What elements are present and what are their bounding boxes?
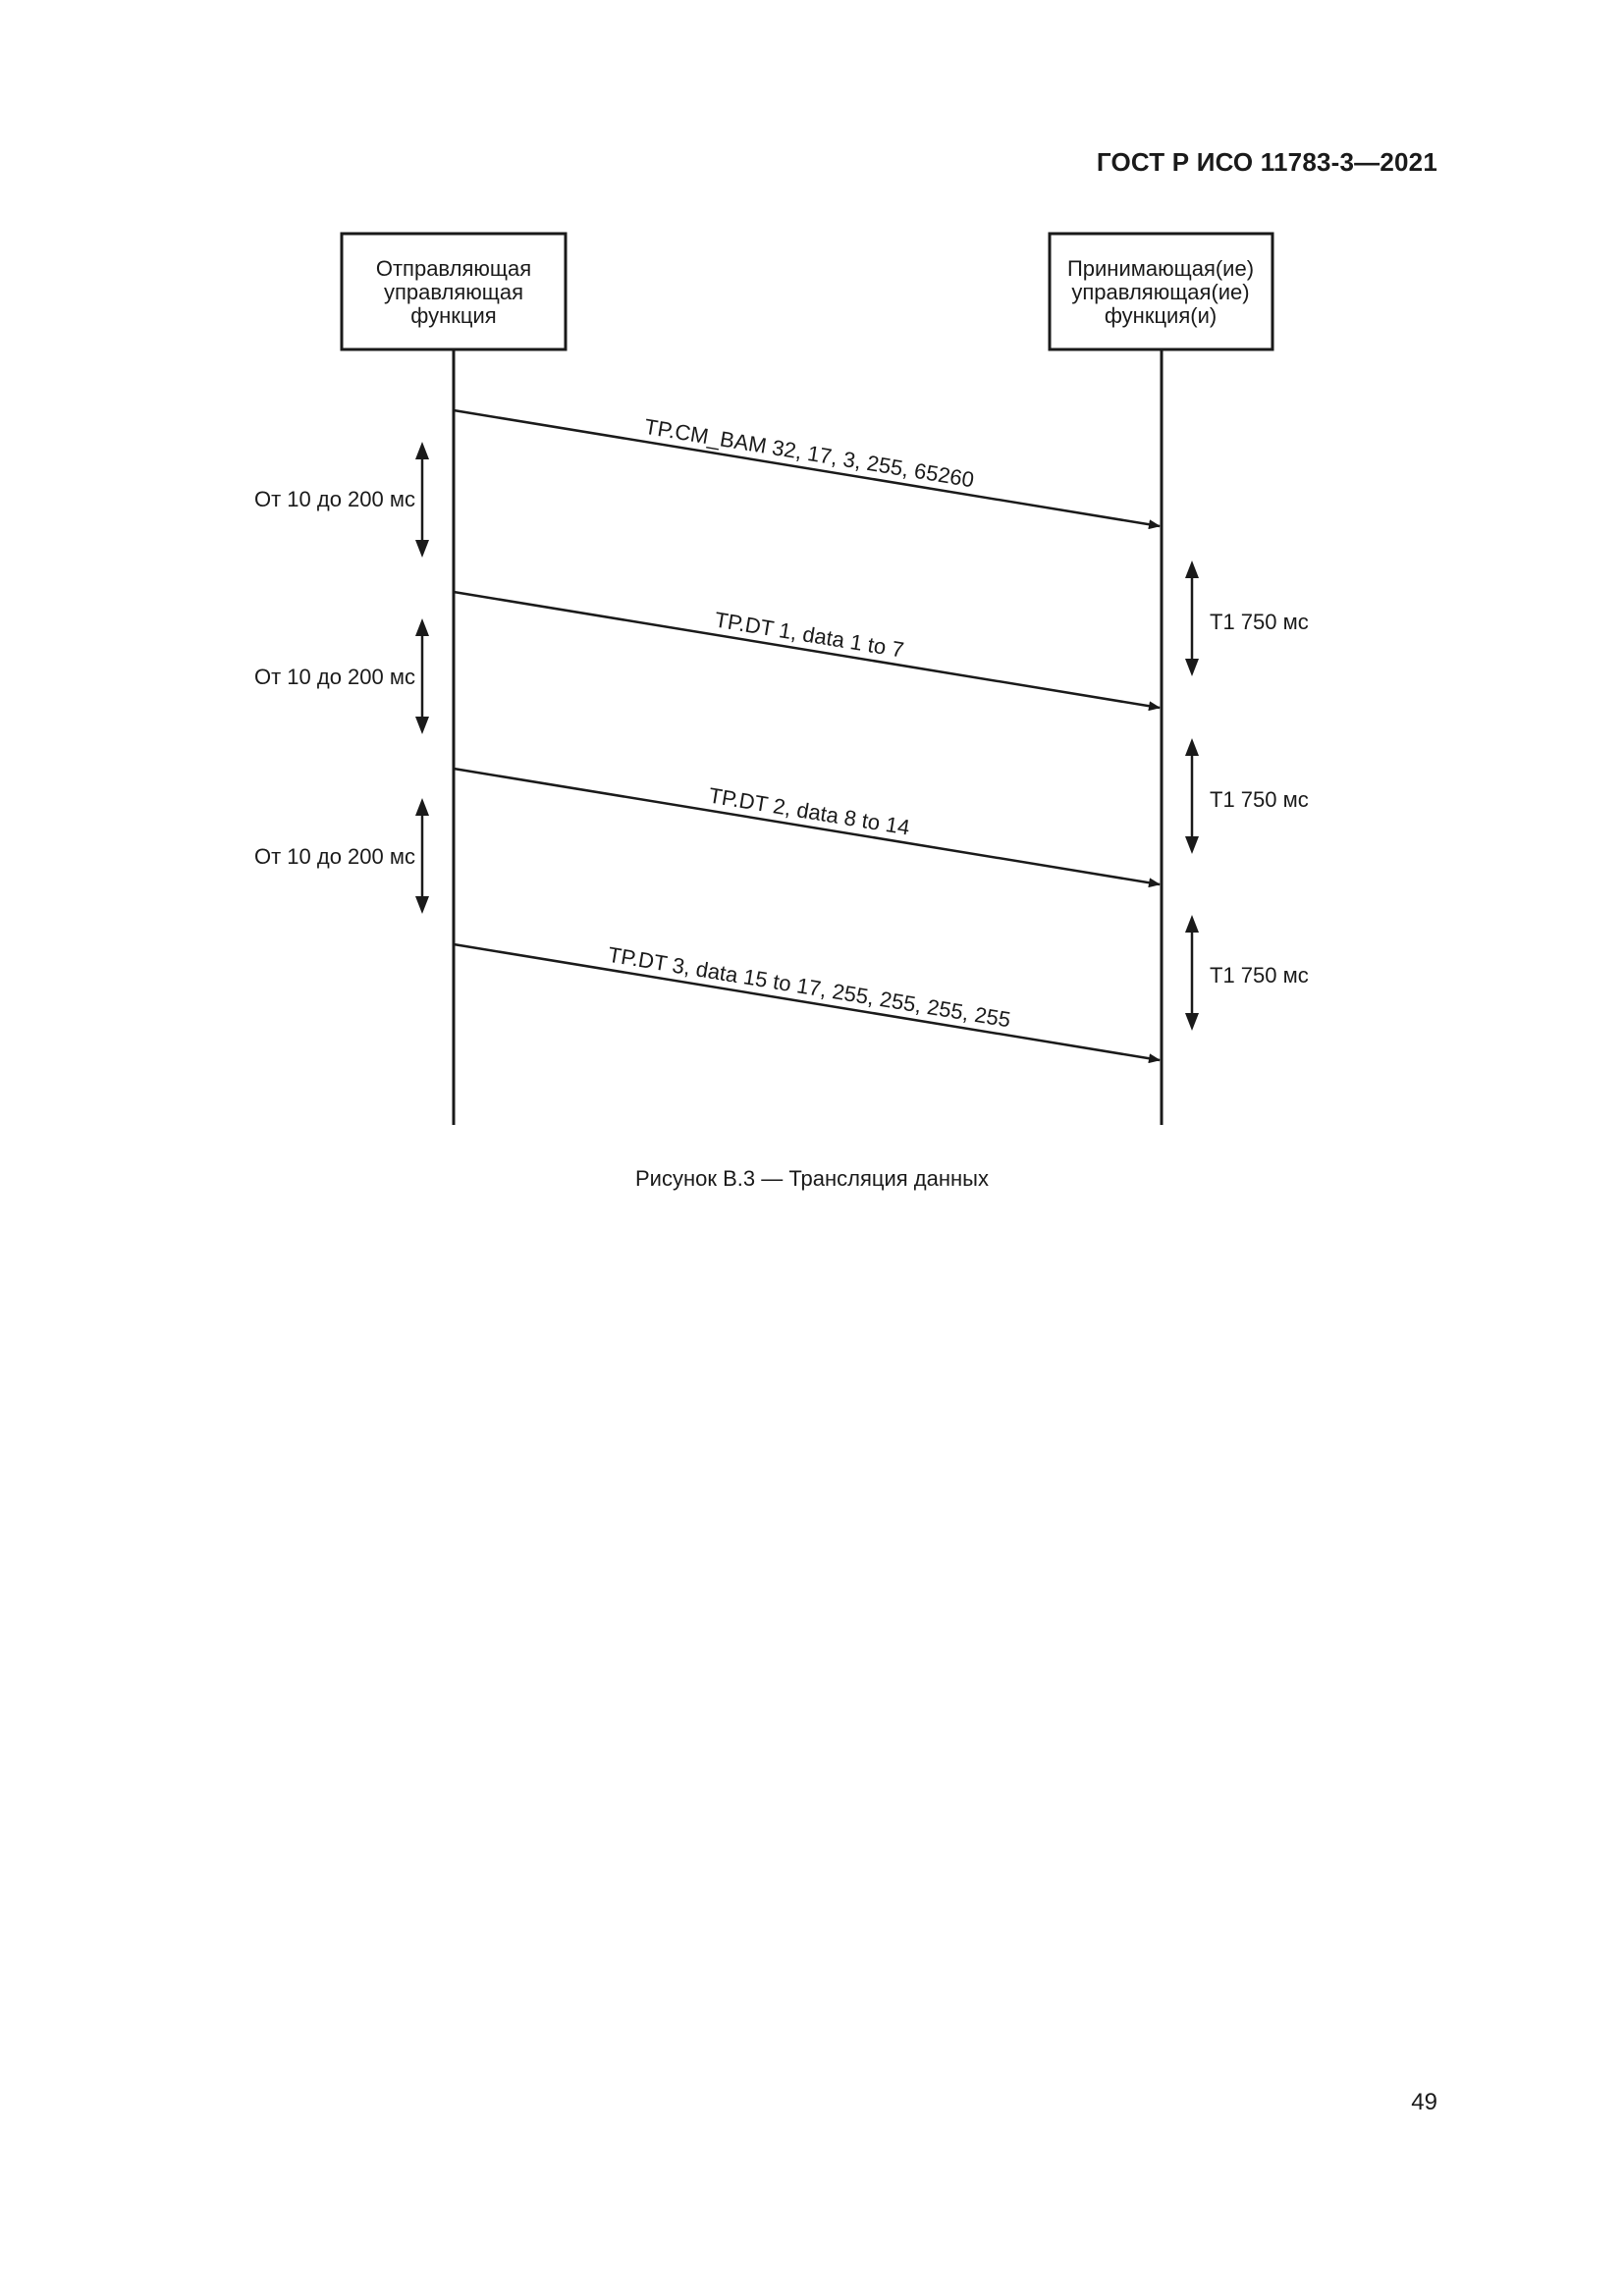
receiver-interval-label-3: T1 750 мс xyxy=(1210,963,1309,988)
sender-interval-label-2: От 10 до 200 мс xyxy=(254,665,415,689)
arrow-up-icon xyxy=(1185,915,1199,933)
arrow-up-icon xyxy=(415,442,429,459)
sender-line-1: Отправляющая xyxy=(376,256,531,281)
arrow-up-icon xyxy=(1185,561,1199,578)
sender-interval-label-3: От 10 до 200 мс xyxy=(254,844,415,869)
arrow-down-icon xyxy=(1185,836,1199,854)
sender-interval-1: От 10 до 200 мс xyxy=(254,442,429,558)
message-label-3: TP.DT 2, data 8 to 14 xyxy=(707,783,911,840)
arrow-up-icon xyxy=(1185,738,1199,756)
message-1: TP.CM_BAM 32, 17, 3, 255, 65260 xyxy=(453,408,1161,530)
sender-interval-2: От 10 до 200 мс xyxy=(254,618,429,734)
receiver-interval-label-1: T1 750 мс xyxy=(1210,610,1309,634)
arrow-down-icon xyxy=(1185,1013,1199,1031)
message-label-2: TP.DT 1, data 1 to 7 xyxy=(713,608,905,663)
arrow-down-icon xyxy=(415,717,429,734)
message-arrow-3 xyxy=(453,767,1161,888)
receiver-line-1: Принимающая(ие) xyxy=(1067,256,1254,281)
message-3: TP.DT 2, data 8 to 14 xyxy=(453,767,1161,888)
receiver-interval-1: T1 750 мс xyxy=(1185,561,1309,676)
receiver-interval-label-2: T1 750 мс xyxy=(1210,787,1309,812)
sender-interval-label-1: От 10 до 200 мс xyxy=(254,487,415,511)
arrow-down-icon xyxy=(415,540,429,558)
arrow-up-icon xyxy=(415,618,429,636)
receiver-line-3: функция(и) xyxy=(1105,303,1217,328)
figure-caption: Рисунок B.3 — Трансляция данных xyxy=(634,1166,989,1191)
receiver-interval-2: T1 750 мс xyxy=(1185,738,1309,854)
page-number: 49 xyxy=(1411,2089,1437,2115)
message-arrow-4 xyxy=(453,942,1161,1064)
arrow-down-icon xyxy=(1185,659,1199,676)
sender-interval-3: От 10 до 200 мс xyxy=(254,798,429,914)
message-label-4: TP.DT 3, data 15 to 17, 255, 255, 255, 2… xyxy=(606,942,1012,1033)
arrow-up-icon xyxy=(415,798,429,816)
sender-line-2: управляющая xyxy=(384,280,523,304)
sender-box: Отправляющая управляющая функция xyxy=(340,232,568,351)
message-2: TP.DT 1, data 1 to 7 xyxy=(453,590,1161,712)
message-arrow-2 xyxy=(453,590,1161,712)
sender-line-3: функция xyxy=(410,303,496,328)
message-arrow-1 xyxy=(453,408,1161,530)
document-header: ГОСТ Р ИСО 11783-3—2021 xyxy=(1096,147,1437,177)
sequence-diagram: Отправляющая управляющая функция Принима… xyxy=(254,232,1309,1125)
message-label-1: TP.CM_BAM 32, 17, 3, 255, 65260 xyxy=(643,414,976,493)
receiver-line-2: управляющая(ие) xyxy=(1071,280,1249,304)
receiver-box: Принимающая(ие) управляющая(ие) функция(… xyxy=(1048,232,1274,351)
message-4: TP.DT 3, data 15 to 17, 255, 255, 255, 2… xyxy=(453,942,1161,1064)
arrow-down-icon xyxy=(415,896,429,914)
receiver-interval-3: T1 750 мс xyxy=(1185,915,1309,1031)
